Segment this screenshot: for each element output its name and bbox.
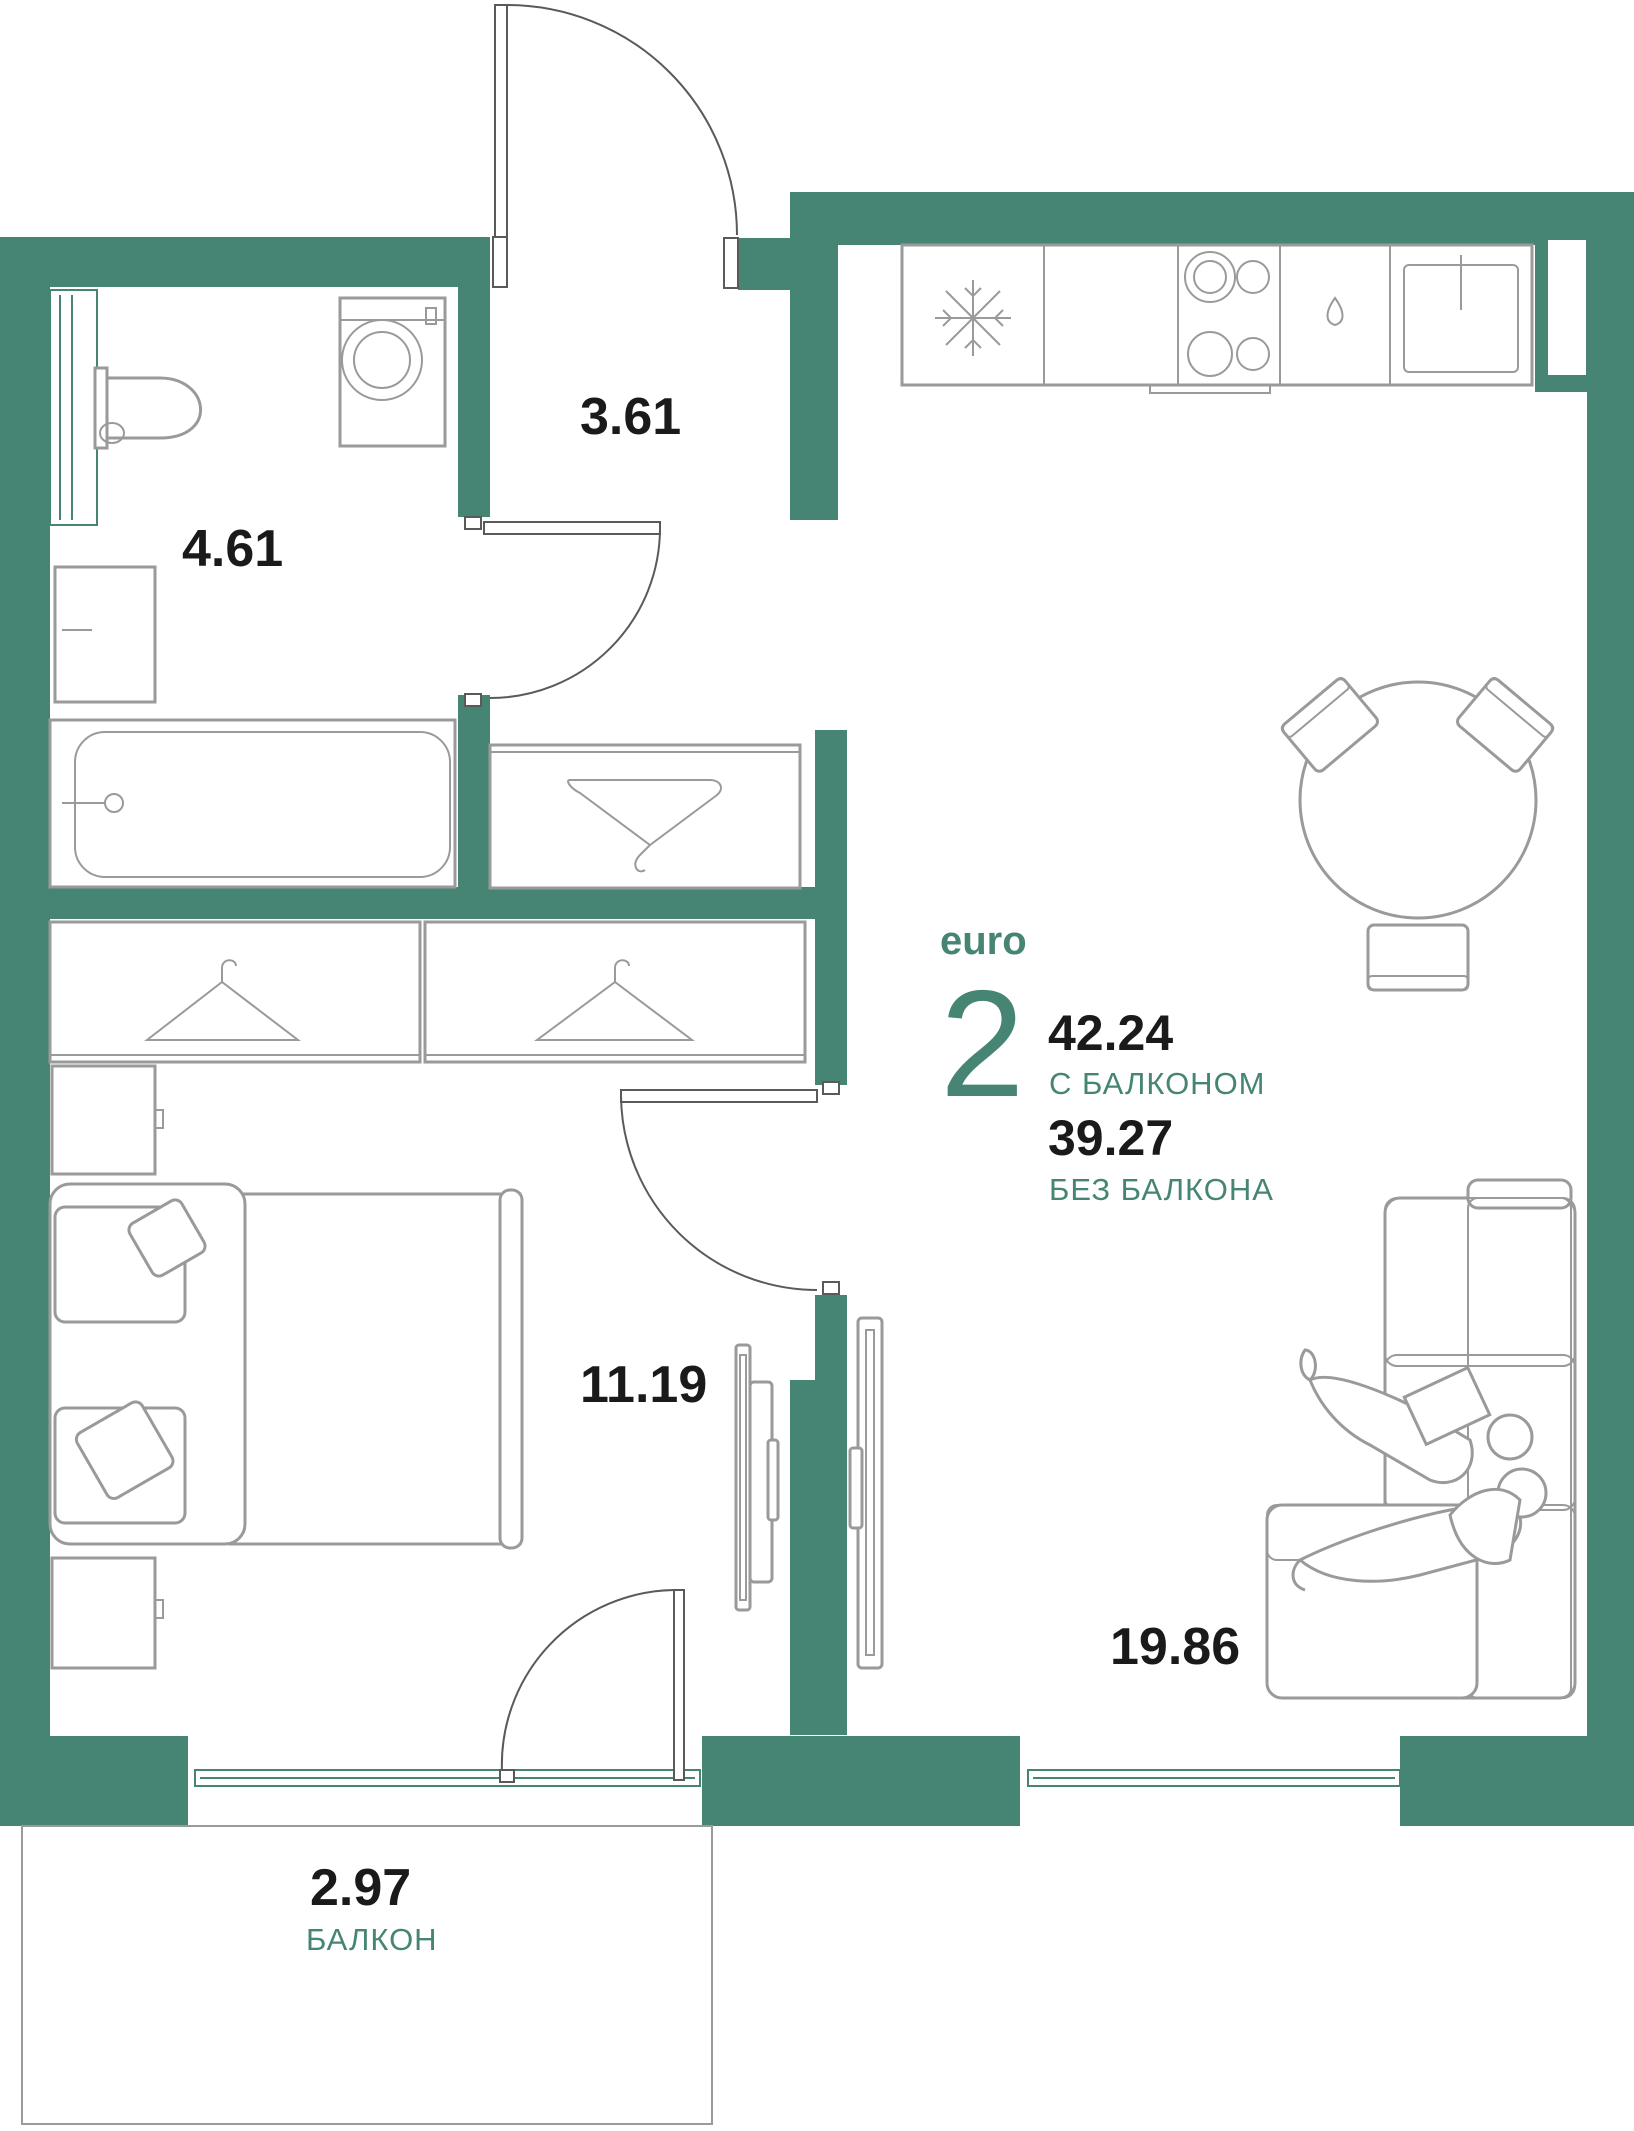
hanger-icon: [567, 779, 722, 873]
washing-machine: [338, 296, 447, 448]
area-balcony: 2.97: [310, 1859, 411, 1917]
entrance-door: [494, 4, 508, 238]
wall-corridor-horizontal: [0, 887, 825, 919]
living-door: [620, 1089, 818, 1103]
entrance-door-swing: [506, 4, 738, 236]
bathtub: [48, 718, 457, 889]
total-without-balcony: 39.27: [1048, 1110, 1173, 1166]
bathroom-fixtures: [48, 296, 457, 889]
chair: [1366, 923, 1470, 992]
wall-hall-living-mid: [815, 730, 847, 1085]
nightstand: [50, 1556, 157, 1670]
bed-mattress: [228, 1192, 522, 1546]
column-inner: [1548, 240, 1586, 375]
bedroom-tv: [734, 1343, 752, 1612]
kitchen-unit: [900, 243, 1534, 394]
wall-bath-partition: [458, 237, 490, 517]
walls: [0, 192, 1634, 1826]
wall-left: [0, 237, 50, 1737]
wardrobe-bedroom-right: [423, 920, 807, 1064]
room-labels: 3.61 4.61 11.19 19.86 2.97 БАЛКОН: [182, 388, 1240, 1957]
bed: [48, 1064, 524, 1670]
brand-label: euro: [940, 919, 1027, 963]
label-without-balcony: БЕЗ БАЛКОНА: [1049, 1172, 1274, 1207]
balcony-door-swing: [500, 1589, 675, 1773]
water-drop-icon: [1326, 296, 1344, 327]
wall-bottom-left: [0, 1736, 188, 1826]
wardrobe-hallway: [488, 743, 802, 890]
window-bathroom: [49, 289, 98, 526]
wall-bottom-mid: [702, 1736, 1020, 1826]
area-living-kitchen: 19.86: [1110, 1618, 1240, 1676]
wall-hall-kitchen-upper: [790, 238, 838, 520]
wall-top-left: [0, 237, 488, 287]
area-bedroom: 11.19: [580, 1356, 707, 1414]
balcony-outline: [21, 1825, 713, 2125]
apartment-summary: euro 2 42.24 С БАЛКОНОМ 39.27 БЕЗ БАЛКОН…: [940, 919, 1274, 1207]
wardrobes: [48, 743, 807, 1064]
wall-bottom-right: [1400, 1736, 1634, 1826]
label-balcony: БАЛКОН: [306, 1922, 438, 1957]
label-with-balcony: С БАЛКОНОМ: [1049, 1066, 1266, 1101]
area-bathroom: 4.61: [182, 520, 283, 578]
hanger-icon: [533, 959, 695, 1041]
hanger-icon: [144, 959, 301, 1041]
people-on-sofa: [1291, 1348, 1548, 1592]
windows: [49, 289, 1401, 1787]
rooms-count: 2: [940, 959, 1025, 1129]
tv-unit: [734, 1316, 884, 1670]
wall-top-right: [790, 192, 1634, 245]
bathroom-door-swing: [489, 527, 661, 699]
area-hallway: 3.61: [580, 388, 681, 446]
wall-right: [1587, 192, 1634, 1737]
wall-bath-lower: [458, 695, 490, 895]
living-door-swing: [620, 1095, 818, 1291]
bathroom-door: [483, 521, 661, 535]
nightstand: [50, 1064, 157, 1176]
doors: [464, 4, 840, 1783]
bathroom-sink: [53, 565, 157, 704]
dining-set: [1280, 676, 1555, 992]
balcony-door: [673, 1589, 685, 1781]
total-with-balcony: 42.24: [1048, 1005, 1173, 1061]
balcony: [21, 1825, 713, 2125]
sink: [1389, 244, 1533, 386]
wall-bed-living-thick: [790, 1380, 822, 1735]
snowflake-icon: [935, 280, 1011, 356]
